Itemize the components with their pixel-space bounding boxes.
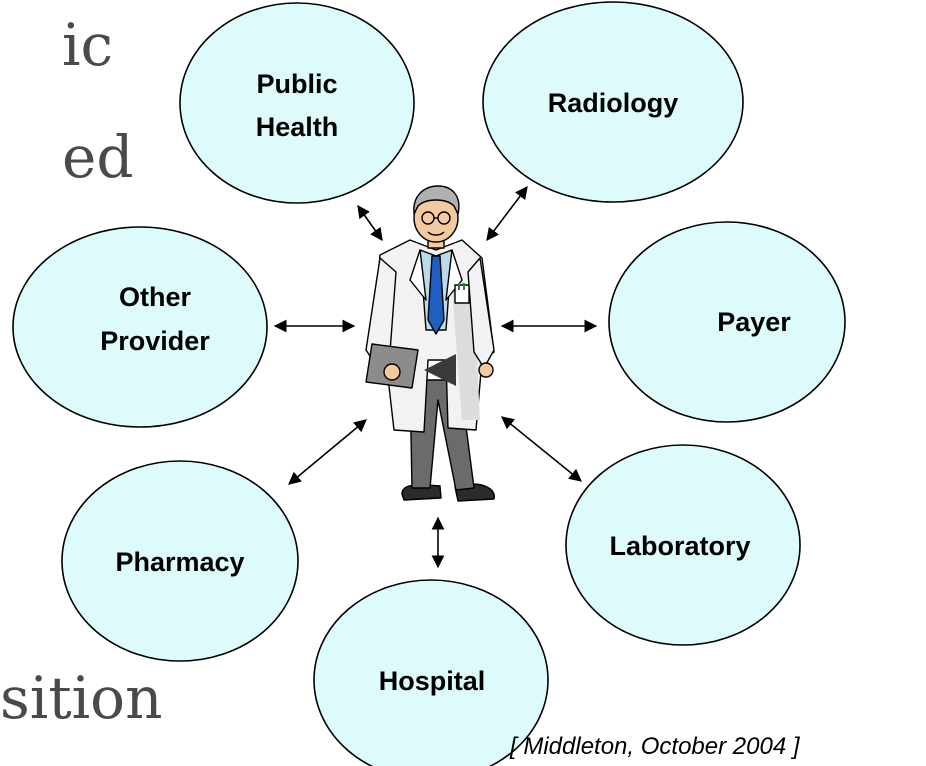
node-pharmacy: Pharmacy — [61, 460, 299, 662]
arrow-radiology — [486, 185, 528, 242]
arrow-public-health — [357, 204, 383, 242]
node-pharmacy-label: Pharmacy — [115, 547, 244, 577]
node-pharmacy-shape — [61, 460, 299, 662]
node-payer-label: Payer — [717, 307, 791, 337]
doctor-illustration — [365, 185, 495, 502]
node-radiology: Radiology — [482, 1, 744, 203]
node-public-health-shape — [179, 2, 415, 204]
background-text-fragment-2: ed — [62, 123, 133, 191]
node-payer-shape — [608, 221, 846, 423]
node-public-health-label-line1: Public — [256, 69, 337, 99]
node-laboratory-label: Laboratory — [609, 531, 750, 561]
node-hospital-label: Hospital — [379, 666, 486, 696]
citation: [ Middleton, October 2004 ] — [509, 733, 801, 760]
node-public-health-label-line2: Health — [256, 112, 339, 142]
node-hospital: Hospital — [313, 579, 549, 766]
background-text-fragment-3: sition — [0, 664, 162, 732]
node-public-health: Public Health — [179, 2, 415, 204]
node-laboratory-shape — [565, 444, 801, 646]
node-other-provider-shape — [12, 226, 268, 428]
arrow-laboratory — [501, 416, 582, 482]
node-hospital-shape — [313, 579, 549, 766]
node-other-provider: Other Provider — [12, 226, 268, 428]
node-laboratory: Laboratory — [565, 444, 801, 646]
background-text-fragment-1: ic — [62, 11, 113, 79]
node-radiology-shape — [482, 1, 744, 203]
node-payer: Payer — [608, 221, 846, 423]
arrow-pharmacy — [288, 419, 367, 485]
node-radiology-label: Radiology — [548, 88, 679, 118]
node-other-provider-label-line2: Provider — [100, 326, 210, 356]
node-other-provider-label-line1: Other — [119, 282, 192, 312]
